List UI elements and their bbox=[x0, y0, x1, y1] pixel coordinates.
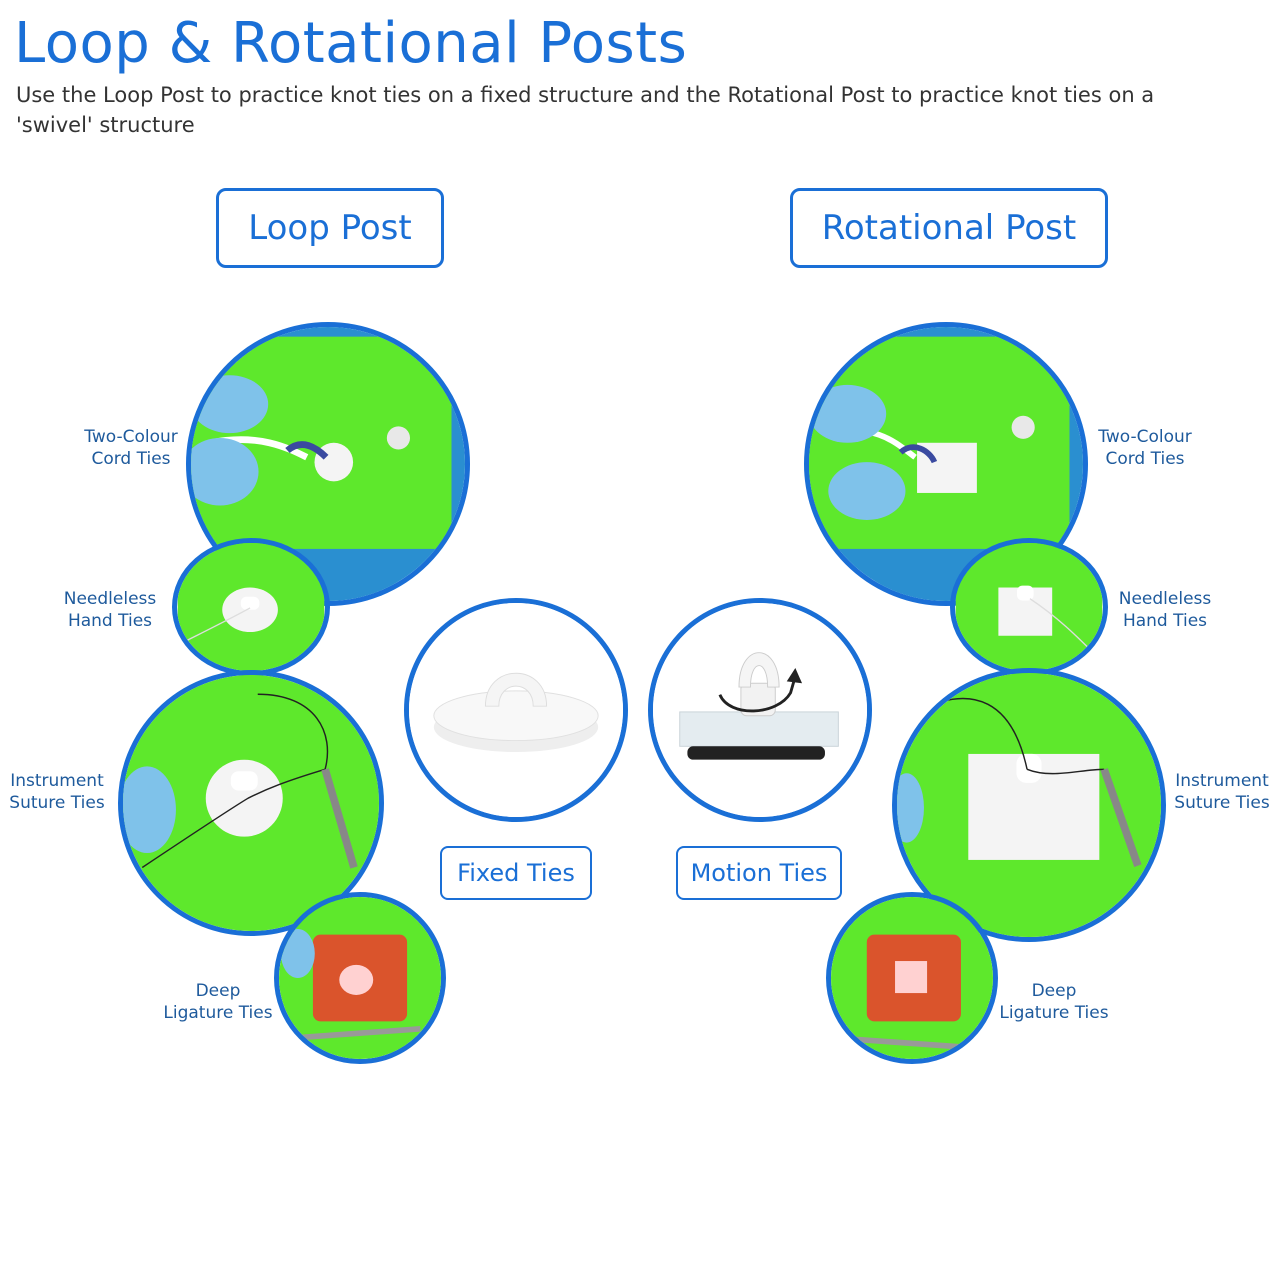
motion-ties-image bbox=[648, 598, 872, 822]
fixed-ties-image bbox=[404, 598, 628, 822]
loop-post-heading: Loop Post bbox=[216, 188, 444, 268]
page-title: Loop & Rotational Posts bbox=[14, 11, 688, 76]
loop-needleless-hand-image bbox=[172, 538, 330, 676]
rotational-needleless-hand-image bbox=[950, 538, 1108, 676]
loop-deep-ligature-image bbox=[274, 892, 446, 1064]
rotational-instrument-suture-image bbox=[892, 668, 1166, 942]
motion-ties-label: Motion Ties bbox=[676, 846, 842, 900]
rotational-deep-ligature-image bbox=[826, 892, 998, 1064]
page-subtitle: Use the Loop Post to practice knot ties … bbox=[16, 83, 1155, 137]
loop-instrument-suture-image bbox=[118, 670, 384, 936]
rotational-post-heading: Rotational Post bbox=[790, 188, 1108, 268]
fixed-ties-label: Fixed Ties bbox=[440, 846, 592, 900]
rotational-two-colour-cord-image bbox=[804, 322, 1088, 606]
